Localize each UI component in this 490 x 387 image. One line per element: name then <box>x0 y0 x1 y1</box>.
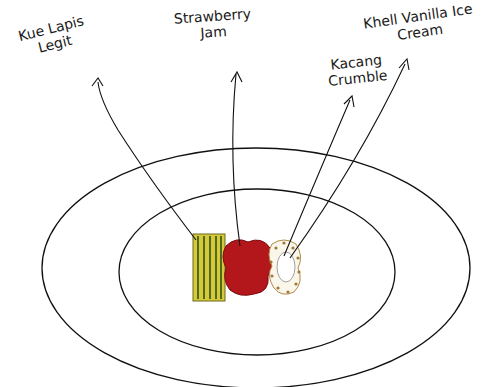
lapis-legit <box>193 234 225 301</box>
ice-cream <box>277 252 295 282</box>
callout-label: Strawberry Jam <box>167 5 259 43</box>
callout-label: Khell Vanilla Ice Cream <box>358 0 479 48</box>
plate-rim <box>42 148 470 387</box>
callout-label: Kue Lapis Legit <box>4 9 101 62</box>
plate-well <box>119 189 395 355</box>
strawberry-jam <box>223 240 273 296</box>
kacang-crumble <box>269 240 301 294</box>
leader-lines <box>92 59 409 258</box>
callout-label: Kacang Crumble <box>317 50 398 90</box>
